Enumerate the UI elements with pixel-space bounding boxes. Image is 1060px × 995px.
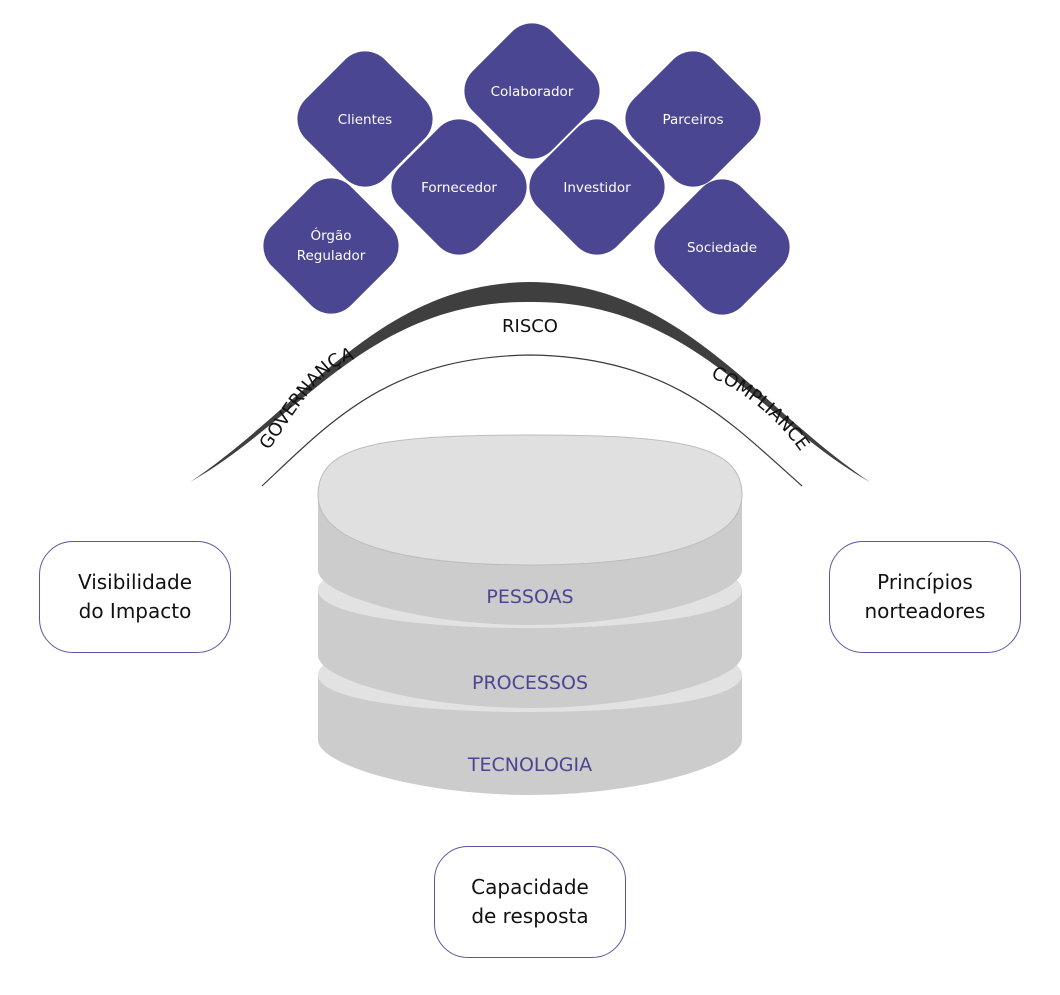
stakeholder-fornecedor-label: Fornecedor [421, 180, 497, 196]
stakeholder-orgao-label-line2: Regulador [297, 248, 366, 264]
box-visibilidade-do-impacto: Visibilidade do Impacto [39, 541, 231, 653]
stakeholder-colaborador-label: Colaborador [491, 84, 574, 100]
stakeholder-orgao-label-line1: Órgão [310, 226, 351, 244]
arc-inner-line [261, 354, 803, 487]
stakeholder-parceiros: Parceiros [625, 51, 761, 187]
arc-label-risco: RISCO [502, 316, 558, 337]
box-principios-norteadores: Princípios norteadores [829, 541, 1021, 653]
stakeholder-clientes-label: Clientes [338, 112, 392, 128]
stakeholder-sociedade: Sociedade [654, 179, 790, 315]
stack: TECNOLOGIA PROCESSOS PESSOAS [317, 434, 743, 795]
arc-label-compliance: COMPLIANCE [708, 363, 813, 455]
stakeholder-fornecedor: Fornecedor [391, 119, 527, 255]
stakeholder-parceiros-label: Parceiros [662, 112, 723, 128]
stakeholder-orgao-regulador: Órgão Regulador [263, 178, 399, 314]
box-capacidade-label: Capacidade de resposta [471, 875, 589, 928]
box-visibilidade-label: Visibilidade do Impacto [77, 570, 193, 623]
stakeholder-investidor-label: Investidor [563, 180, 631, 196]
stakeholder-clientes: Clientes [297, 51, 433, 187]
arc-label-compliance-text: COMPLIANCE [708, 363, 813, 455]
layer-label-processos: PROCESSOS [472, 672, 588, 694]
layer-label-tecnologia: TECNOLOGIA [467, 754, 592, 776]
layer-pessoas: PESSOAS [317, 434, 743, 625]
layer-label-pessoas: PESSOAS [486, 586, 573, 608]
stakeholder-sociedade-label: Sociedade [687, 240, 757, 256]
box-principios-label: Princípios norteadores [864, 570, 986, 623]
stakeholder-investidor: Investidor [529, 119, 665, 255]
box-capacidade-de-resposta: Capacidade de resposta [434, 846, 626, 958]
stakeholder-colaborador: Colaborador [464, 23, 600, 159]
